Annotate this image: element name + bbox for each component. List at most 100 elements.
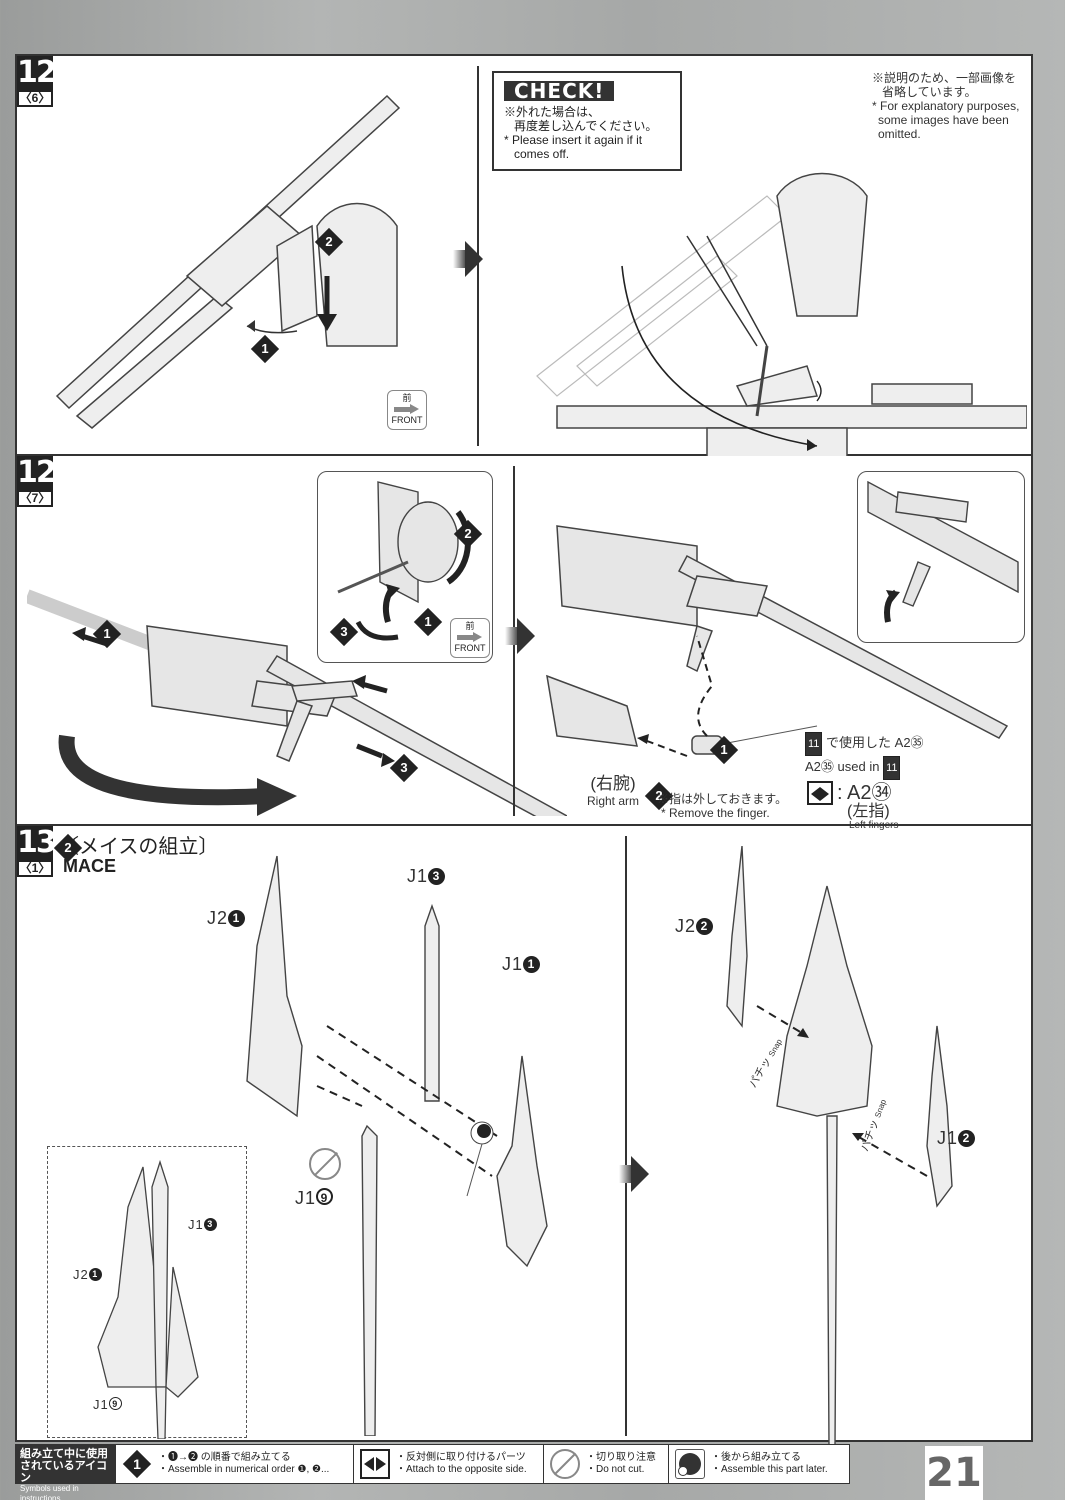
next-step-arrow-icon	[453, 241, 483, 277]
assemble-later-icon	[675, 1449, 705, 1479]
legend-en: ・Do not cut.	[586, 1464, 645, 1475]
step-12-6-panel: 12 〈6〉 1 2 前 FRONT C	[17, 56, 1031, 456]
step-ref-icon: 11	[883, 756, 901, 780]
legend-item-do-not-cut: ・切り取り注意 ・Do not cut.	[544, 1445, 669, 1483]
legend-item-numerical-order: 1 ・❶→❷ の順番で組み立てる ・Assemble in numerical …	[116, 1445, 354, 1483]
step-marker-1: 1	[92, 619, 122, 649]
omitted-note-en-3: omitted.	[878, 127, 921, 141]
opposite-part-note: : A2㉞ (左指) Left fingers	[807, 781, 898, 833]
inset-marker-1: 1	[413, 607, 443, 637]
omitted-note-en-2: some images have been	[878, 113, 1009, 127]
front-direction-icon: 前 FRONT	[450, 618, 490, 658]
check-note-en-1: * Please insert it again if it	[504, 133, 643, 147]
grip-fold-detail-illustration	[867, 480, 1019, 623]
finger-note-en: * Remove the finger.	[661, 806, 770, 820]
used-part-en: A2㉟ used in	[805, 759, 880, 774]
omitted-note-en-1: * For explanatory purposes,	[872, 99, 1020, 113]
do-not-cut-icon	[550, 1449, 580, 1479]
numbered-diamond-icon: 1	[122, 1449, 152, 1479]
symbols-legend: 組み立て中に使用 されているアイコン Symbols used in instr…	[15, 1444, 850, 1500]
panel-divider	[625, 836, 627, 1436]
front-arrow-icon	[394, 404, 420, 414]
step-marker-2: 2	[314, 227, 344, 257]
right-arm-en: Right arm	[587, 794, 640, 808]
check-callout: CHECK! ※外れた場合は、 再度差し込んでください。 * Please in…	[492, 71, 682, 171]
opposite-side-icon	[807, 781, 833, 805]
step-ref-icon: 11	[805, 732, 823, 756]
step-12-7-panel: 12 〈7〉 1 2 3	[17, 455, 1031, 863]
sub-step-number: 〈6〉	[17, 90, 53, 107]
front-arrow-icon	[457, 632, 483, 642]
check-note-en-2: comes off.	[514, 147, 570, 161]
opposite-part-en: Left fingers	[849, 820, 899, 831]
step-marker-1: 1	[250, 334, 280, 364]
check-note-jp-2: 再度差し込んでください。	[514, 119, 658, 133]
legend-jp: ・切り取り注意	[586, 1452, 656, 1463]
check-note-jp-1: ※外れた場合は、	[504, 105, 601, 119]
used-part-jp: で使用した A2㉟	[826, 735, 924, 750]
step-title-jp: 〔メイスの組立〕	[59, 836, 219, 858]
rifle-fold-illustration	[27, 589, 567, 816]
omitted-note-jp-1: ※説明のため、一部画像を	[872, 71, 1017, 85]
legend-item-assemble-later: ・後から組み立てる ・Assemble this part later.	[669, 1445, 849, 1483]
attach-marker-1: 1	[709, 735, 739, 765]
opposite-part-jp: (左指)	[847, 803, 890, 820]
inset-marker-3: 3	[329, 617, 359, 647]
legend-item-opposite-side: ・反対側に取り付けるパーツ ・Attach to the opposite si…	[354, 1445, 544, 1483]
rifle-attach-illustration	[55, 94, 401, 429]
remove-finger-note: ※指は外しておきます。 * Remove the finger.	[657, 792, 787, 820]
do-not-cut-icon	[309, 1148, 341, 1180]
rifle-rotation-illustration	[536, 172, 1027, 456]
step-marker-3: 3	[389, 753, 419, 783]
legend-jp: ・後から組み立てる	[711, 1452, 801, 1463]
mace-side-parts-illustration	[726, 846, 953, 1446]
opposite-part-code: : A2㉞	[837, 782, 892, 804]
check-title: CHECK!	[504, 81, 615, 101]
step-badge: 12 〈7〉	[17, 455, 57, 507]
detail-inset: 1 2 3 前 FRONT	[317, 471, 493, 663]
next-step-arrow-icon	[619, 1156, 649, 1192]
used-part-reference: 11 で使用した A2㉟ A2㉟ used in 11	[805, 732, 924, 780]
step-badge: 13 〈1〉	[17, 825, 57, 877]
legend-en: ・Assemble this part later.	[711, 1464, 828, 1475]
legend-jp: ・❶→❷ の順番で組み立てる	[158, 1452, 291, 1463]
step-badge: 12 〈6〉	[17, 55, 57, 107]
step-number: 12	[17, 455, 57, 490]
right-arm-label: (右腕) Right arm	[587, 774, 639, 808]
right-arm-jp: (右腕)	[590, 774, 636, 793]
legend-en: ・Assemble in numerical order ❶, ❷...	[158, 1464, 330, 1475]
legend-title: 組み立て中に使用 されているアイコン Symbols used in instr…	[16, 1445, 116, 1500]
finger-note-jp: ※指は外しておきます。	[657, 792, 788, 806]
step-title-en: MACE	[63, 856, 116, 876]
grip-rotation-detail-illustration	[337, 481, 471, 641]
next-step-arrow-icon	[505, 618, 535, 654]
step-number: 12	[17, 55, 57, 90]
sub-step-number: 〈7〉	[17, 490, 53, 507]
mace-parts-illustration	[246, 855, 548, 1436]
legend-en: ・Attach to the opposite side.	[396, 1464, 527, 1475]
opposite-side-icon	[360, 1449, 390, 1479]
legend-jp: ・反対側に取り付けるパーツ	[396, 1452, 526, 1463]
inset-marker-2: 2	[453, 519, 483, 549]
sub-step-number: 〈1〉	[17, 860, 53, 877]
assembled-mace-illustration	[97, 1159, 199, 1439]
page-number: 21	[925, 1446, 983, 1500]
grip-detail-inset	[857, 471, 1025, 643]
step-number: 13	[17, 825, 57, 860]
front-direction-icon: 前 FRONT	[387, 390, 427, 430]
omitted-images-note: ※説明のため、一部画像を 省略しています。 * For explanatory …	[872, 71, 1032, 141]
instruction-page: 12 〈6〉 1 2 前 FRONT C	[15, 54, 1033, 1446]
hand-attach-illustration	[546, 525, 1009, 757]
omitted-note-jp-2: 省略しています。	[882, 85, 977, 99]
